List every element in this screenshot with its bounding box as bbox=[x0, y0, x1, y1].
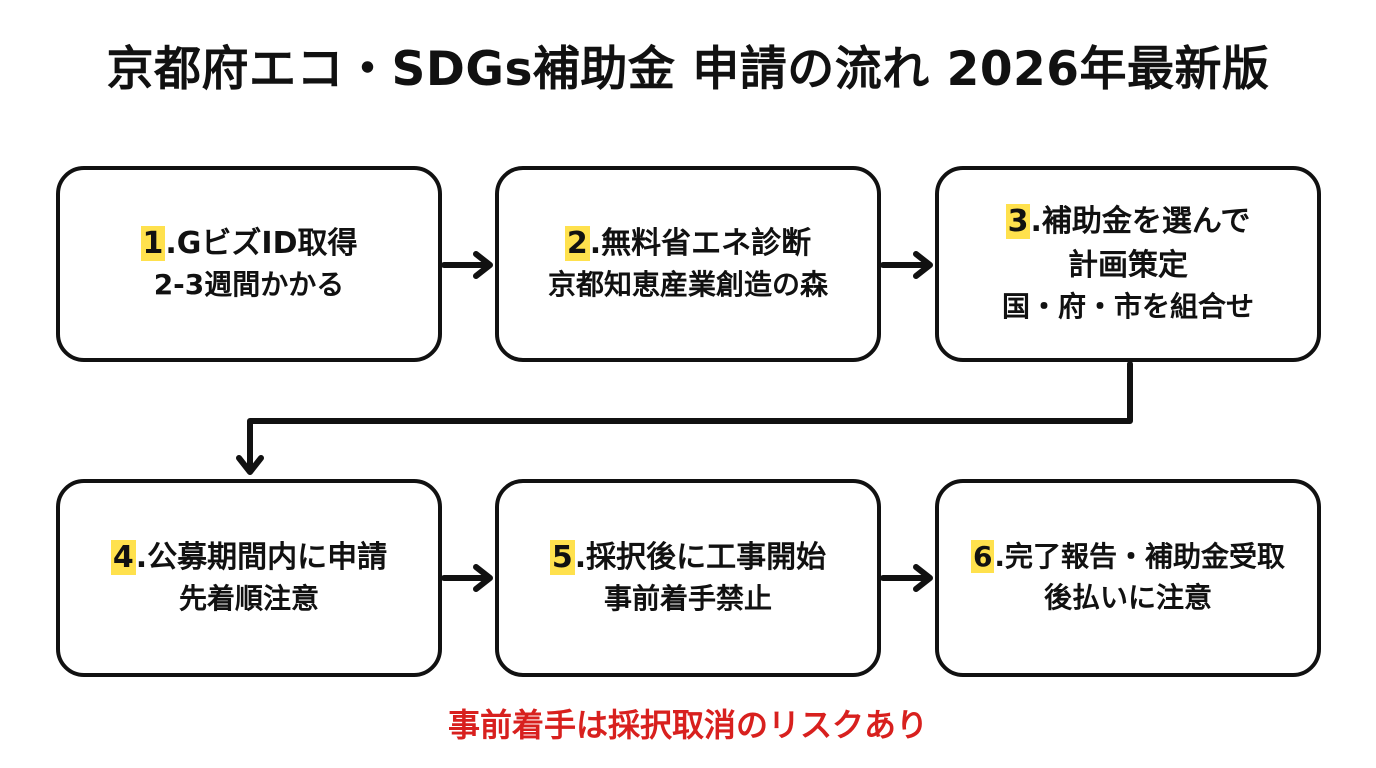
step-3-number: 3 bbox=[1005, 204, 1031, 240]
step-1-note: 2-3週間かかる bbox=[153, 268, 345, 302]
step-2-number: 2 bbox=[564, 225, 590, 261]
step-1-number: 1 bbox=[140, 225, 166, 261]
step-4-number: 4 bbox=[110, 539, 136, 575]
step-6-number: 6 bbox=[970, 540, 995, 574]
step-2-heading: 2.無料省エネ診断 bbox=[564, 225, 812, 261]
step-5-box: 5.採択後に工事開始 事前着手禁止 bbox=[495, 479, 881, 677]
page-title: 京都府エコ・SDGs補助金 申請の流れ 2026年最新版 bbox=[106, 42, 1270, 97]
step-3-subheading: 計画策定 bbox=[1068, 247, 1188, 283]
step-4-box: 4.公募期間内に申請 先着順注意 bbox=[56, 479, 442, 677]
step-4-note: 先着順注意 bbox=[178, 582, 319, 616]
step-2-box: 2.無料省エネ診断 京都知恵産業創造の森 bbox=[495, 166, 881, 362]
warning-note: 事前着手は採択取消のリスクあり bbox=[447, 706, 928, 744]
step-3-box: 3.補助金を選んで 計画策定 国・府・市を組合せ bbox=[935, 166, 1321, 362]
step-1-box: 1.GビズID取得 2-3週間かかる bbox=[56, 166, 442, 362]
arrow-3-to-4 bbox=[247, 361, 1133, 471]
step-6-box: 6.完了報告・補助金受取 後払いに注意 bbox=[935, 479, 1321, 677]
step-6-heading: 6.完了報告・補助金受取 bbox=[970, 540, 1286, 574]
step-6-note: 後払いに注意 bbox=[1043, 581, 1212, 614]
step-5-note: 事前着手禁止 bbox=[603, 582, 772, 616]
step-2-note: 京都知恵産業創造の森 bbox=[547, 268, 828, 302]
step-3-note: 国・府・市を組合せ bbox=[1001, 290, 1254, 324]
step-5-number: 5 bbox=[549, 539, 575, 575]
step-5-heading: 5.採択後に工事開始 bbox=[549, 539, 827, 575]
step-1-heading: 1.GビズID取得 bbox=[140, 225, 358, 261]
step-3-heading: 3.補助金を選んで bbox=[1005, 204, 1251, 240]
step-4-heading: 4.公募期間内に申請 bbox=[110, 539, 388, 575]
